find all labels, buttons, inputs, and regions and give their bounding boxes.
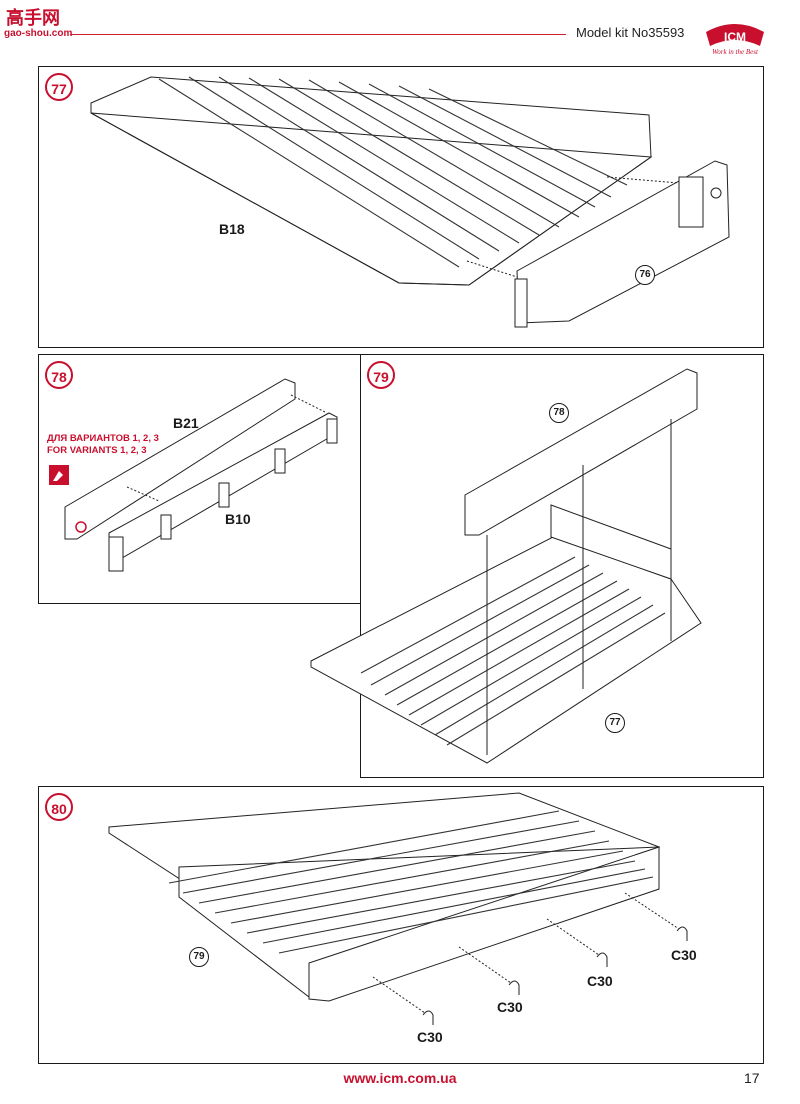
header-rule bbox=[70, 34, 566, 35]
kit-title: Model kit No35593 bbox=[576, 25, 685, 40]
step-78-drawing bbox=[64, 378, 338, 572]
step-78-panel: 78 ДЛЯ ВАРИАНТОВ 1, 2, 3 FOR VARIANTS 1,… bbox=[38, 354, 362, 604]
footer-url[interactable]: www.icm.com.ua bbox=[343, 1070, 457, 1086]
part-label-b10: B10 bbox=[225, 511, 251, 527]
step-80-drawing bbox=[108, 792, 688, 1025]
variant-note-ru: ДЛЯ ВАРИАНТОВ 1, 2, 3 bbox=[47, 433, 159, 444]
icm-logo: ICM Work in the Best bbox=[702, 20, 768, 56]
step-79-drawing bbox=[310, 368, 702, 764]
step-79-panel: 79 78 77 bbox=[310, 354, 764, 778]
variant-note: ДЛЯ ВАРИАНТОВ 1, 2, 3 FOR VARIANTS 1, 2,… bbox=[47, 433, 159, 457]
cut-tool-icon bbox=[49, 465, 69, 485]
step-80-ref-79: 79 bbox=[189, 947, 209, 967]
part-label-c30-4: C30 bbox=[671, 947, 697, 963]
page-number: 17 bbox=[744, 1070, 760, 1086]
step-77-drawing bbox=[90, 76, 730, 328]
step-80-panel: 80 79 C30 C30 C30 C30 bbox=[38, 786, 764, 1064]
step-77-panel: 77 B18 76 bbox=[38, 66, 764, 348]
step-79-ref-78: 78 bbox=[549, 403, 569, 423]
part-label-b21: B21 bbox=[173, 415, 199, 431]
step-78-badge: 78 bbox=[45, 361, 73, 389]
part-label-b18: B18 bbox=[219, 221, 245, 237]
part-label-c30-2: C30 bbox=[497, 999, 523, 1015]
step-77-ref-76: 76 bbox=[635, 265, 655, 285]
site-logo-sub: gao-shou.com bbox=[4, 28, 73, 39]
part-label-c30-1: C30 bbox=[417, 1029, 443, 1045]
variant-note-en: FOR VARIANTS 1, 2, 3 bbox=[47, 445, 147, 456]
part-label-c30-3: C30 bbox=[587, 973, 613, 989]
step-77-badge: 77 bbox=[45, 73, 73, 101]
step-79-ref-77: 77 bbox=[605, 713, 625, 733]
brand-text: ICM bbox=[724, 30, 746, 44]
brand-tagline: Work in the Best bbox=[712, 48, 759, 56]
step-79-badge: 79 bbox=[367, 361, 395, 389]
step-80-badge: 80 bbox=[45, 793, 73, 821]
site-logo: 高手网 bbox=[6, 8, 60, 28]
